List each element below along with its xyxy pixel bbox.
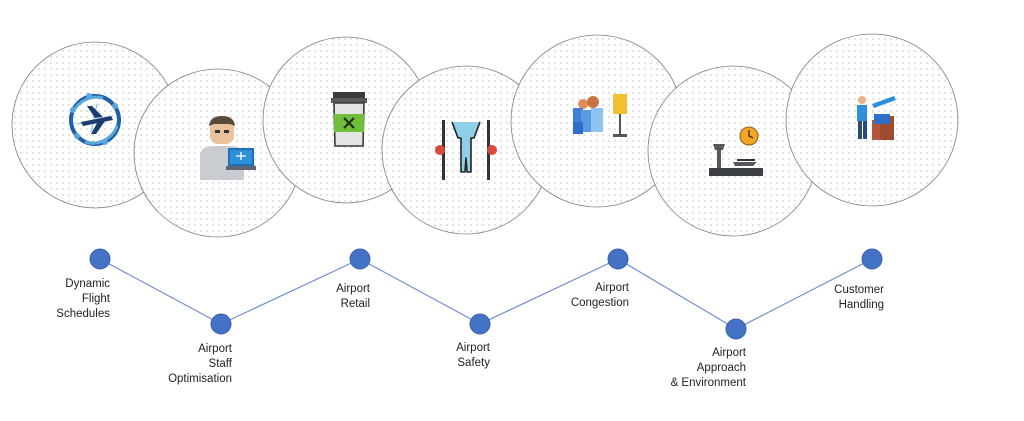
timeline-connector <box>99 258 222 325</box>
circle-group <box>11 33 959 238</box>
timeline-connector <box>220 258 361 325</box>
timeline-nodes <box>89 248 883 340</box>
label-customer-handling: Customer Handling <box>834 284 884 311</box>
staff-computer-icon <box>200 116 256 180</box>
timeline-node-dynamic-flight-schedules <box>89 248 111 270</box>
timeline-node-airport-safety <box>469 313 491 335</box>
label-dynamic-flight-schedules: Dynamic Flight Schedules <box>56 278 110 320</box>
timeline-node-customer-handling <box>861 248 883 270</box>
timeline-connectors <box>99 258 873 330</box>
timeline-node-airport-approach-environment <box>725 318 747 340</box>
timeline-node-airport-congestion <box>607 248 629 270</box>
coffee-cup-icon <box>331 92 367 147</box>
label-airport-retail: Airport Retail <box>336 283 370 310</box>
crowd-queue-icon <box>573 94 627 137</box>
timeline-connector <box>735 258 873 330</box>
timeline-node-airport-retail <box>349 248 371 270</box>
timeline-connector <box>617 258 737 330</box>
label-airport-approach-environment: Airport Approach & Environment <box>670 347 746 389</box>
security-scanner-icon <box>435 120 497 180</box>
timeline-connector <box>479 258 619 325</box>
control-tower-icon <box>709 126 763 176</box>
label-airport-staff-optimisation: Airport Staff Optimisation <box>168 343 232 385</box>
timeline-node-airport-staff-optimisation <box>210 313 232 335</box>
globe-airplane-icon <box>69 93 121 146</box>
label-airport-safety: Airport Safety <box>456 342 490 369</box>
label-airport-congestion: Airport Congestion <box>570 282 629 309</box>
traveler-luggage-icon <box>857 96 896 140</box>
timeline-connector <box>359 258 481 325</box>
